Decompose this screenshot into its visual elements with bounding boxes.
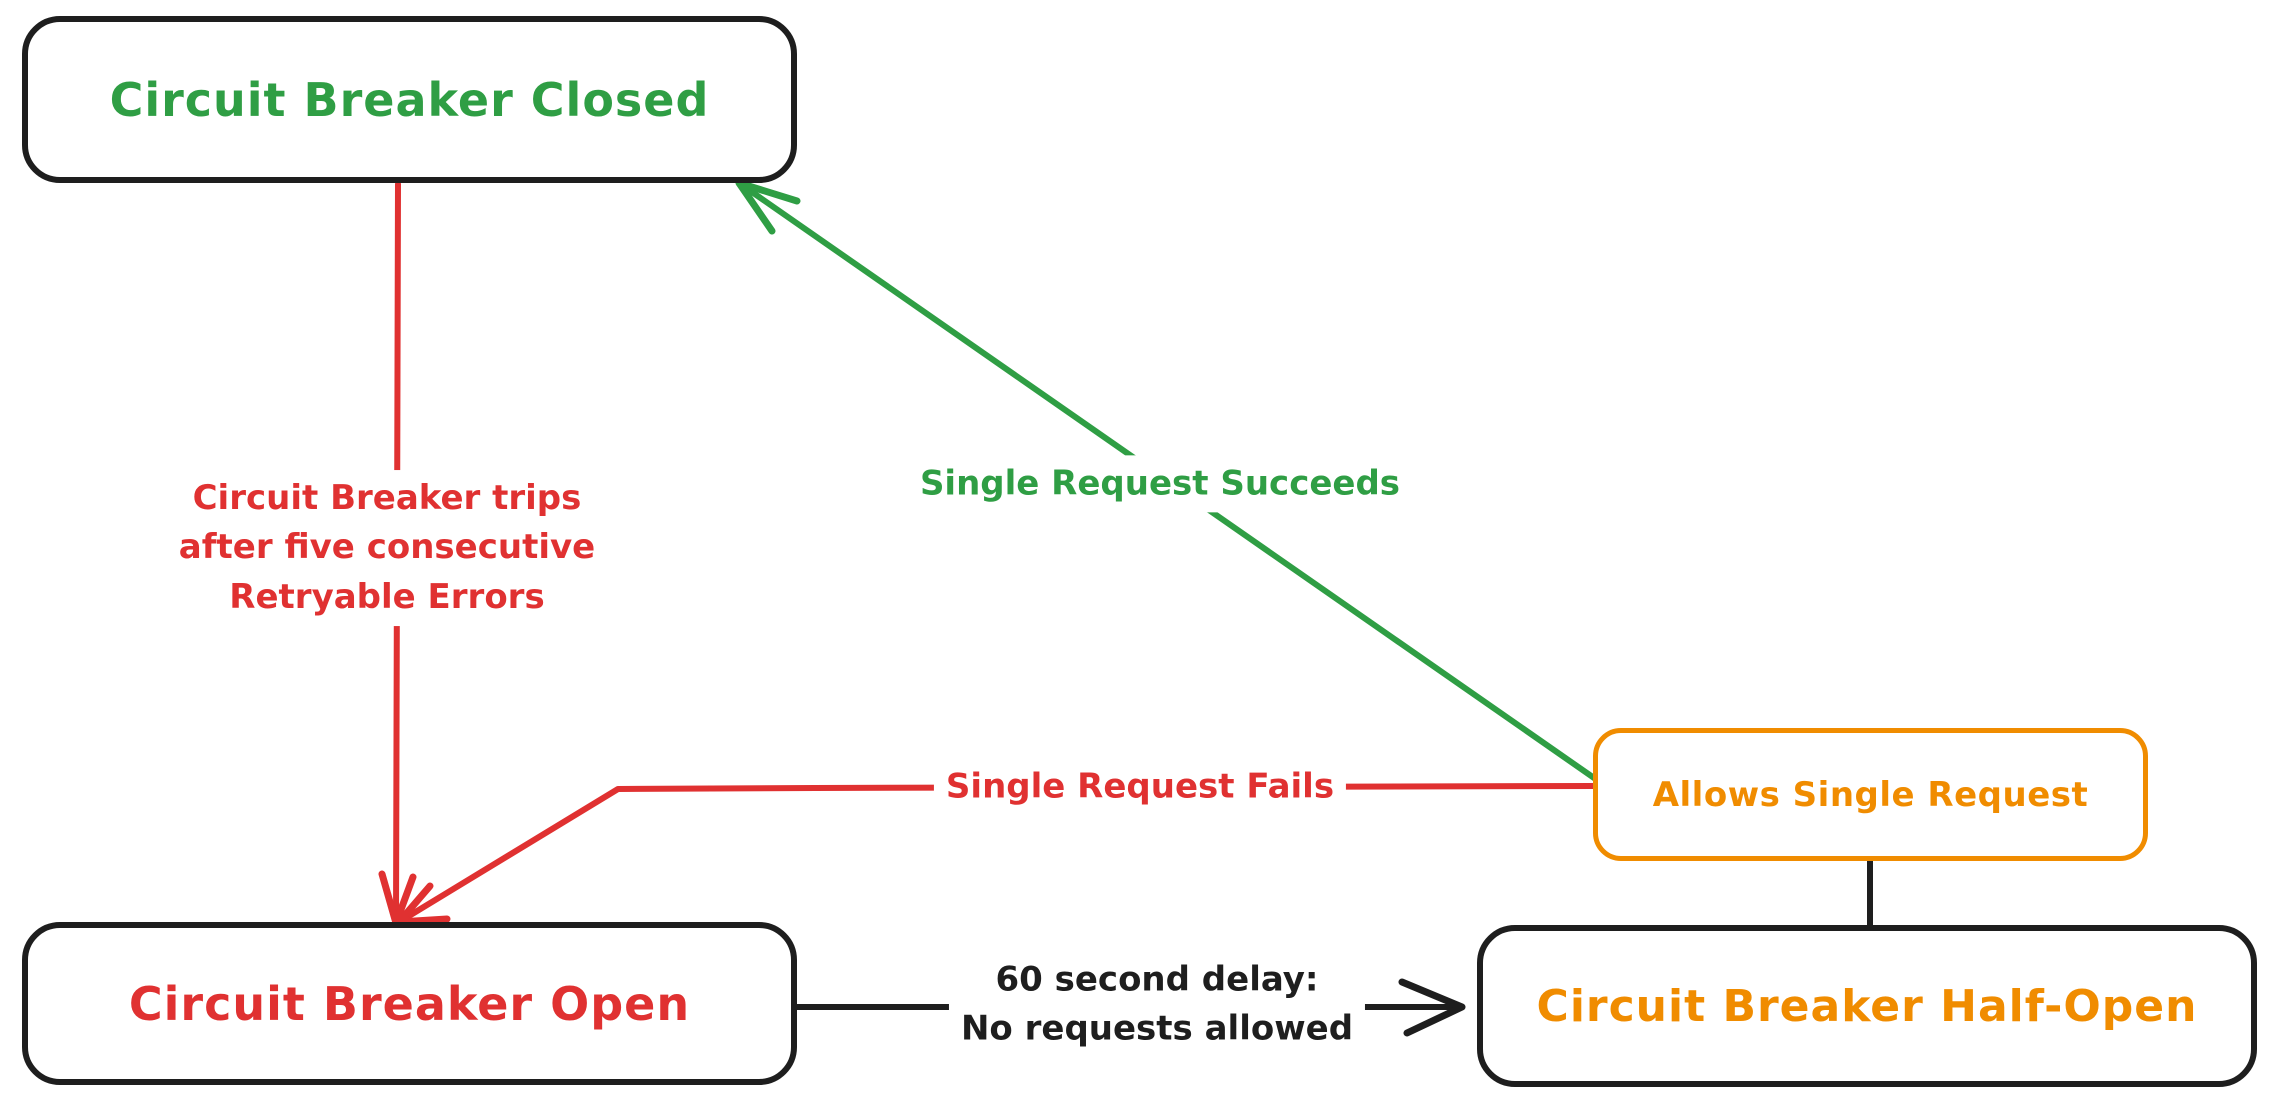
edge-label-fails: Single Request Fails <box>933 758 1347 816</box>
edge-label-trips: Circuit Breaker trips after five consecu… <box>166 470 608 626</box>
edge-label-delay-line2: No requests allowed <box>960 1009 1354 1049</box>
edge-delay-arrowhead <box>1398 978 1466 1037</box>
edge-label-delay-line1: 60 second delay: <box>995 959 1319 1000</box>
edge-label-trips-line1: Circuit Breaker trips <box>192 478 582 519</box>
edge-label-succeeds: Single Request Succeeds <box>907 455 1413 513</box>
node-circuit-breaker-closed-label: Circuit Breaker Closed <box>109 72 710 127</box>
node-circuit-breaker-open: Circuit Breaker Open <box>22 922 797 1085</box>
edge-label-trips-line3: Retryable Errors <box>229 576 545 617</box>
node-circuit-breaker-closed: Circuit Breaker Closed <box>22 16 797 183</box>
edge-succeeds-arrowhead <box>735 179 801 235</box>
edge-label-trips-line2: after five consecutive <box>178 527 596 568</box>
node-circuit-breaker-open-label: Circuit Breaker Open <box>128 976 691 1031</box>
node-circuit-breaker-half-open-label: Circuit Breaker Half-Open <box>1536 980 2198 1032</box>
node-allows-single-request-label: Allows Single Request <box>1652 774 2089 815</box>
edge-label-delay: 60 second delay: No requests allowed <box>948 951 1366 1059</box>
node-allows-single-request: Allows Single Request <box>1593 728 2148 861</box>
node-circuit-breaker-half-open: Circuit Breaker Half-Open <box>1477 925 2257 1087</box>
